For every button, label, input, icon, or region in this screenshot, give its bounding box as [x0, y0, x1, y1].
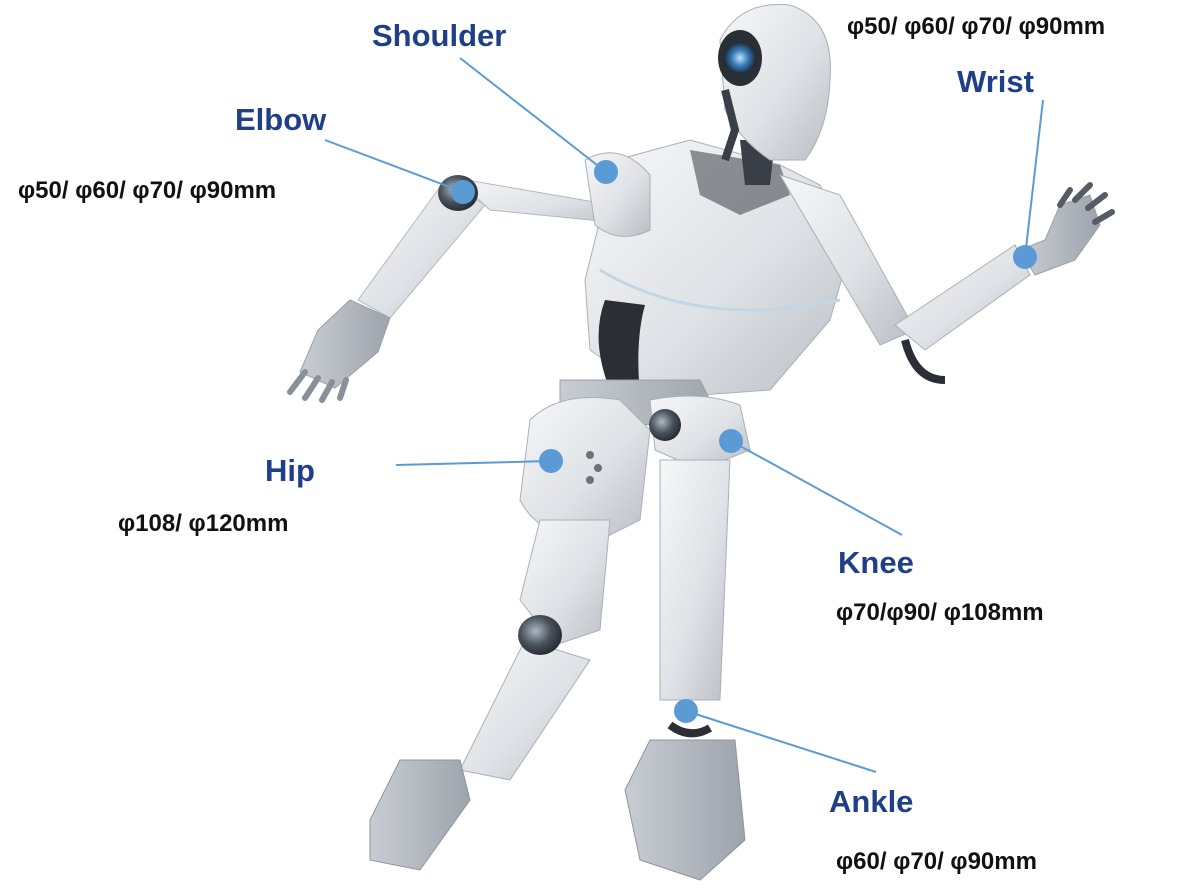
elbow-marker-dot: [451, 180, 475, 204]
elbow-label: Elbow: [235, 102, 326, 138]
wrist-leader-line: [1025, 100, 1043, 257]
knee-label: Knee: [838, 545, 914, 581]
shoulder-cap: [585, 153, 650, 237]
knee-leader-line: [731, 441, 902, 535]
shoulder-leader-line: [460, 58, 606, 172]
ankle-marker-dot: [674, 699, 698, 723]
elbow-leader-line: [325, 140, 463, 192]
ankle-label: Ankle: [829, 784, 913, 820]
wrist-marker-dot: [1013, 245, 1037, 269]
knee-marker-dot: [719, 429, 743, 453]
ankle-size-spec: φ60/ φ70/ φ90mm: [836, 848, 1037, 876]
shoulder-label: Shoulder: [372, 18, 506, 54]
knee-size-spec: φ70/φ90/ φ108mm: [836, 599, 1044, 627]
wrist-size-spec: φ50/ φ60/ φ70/ φ90mm: [847, 13, 1105, 41]
hip-label: Hip: [265, 453, 315, 489]
shoulder-marker-dot: [594, 160, 618, 184]
hip-marker-dot: [539, 449, 563, 473]
wrist-label: Wrist: [957, 64, 1034, 100]
hip-size-spec: φ108/ φ120mm: [118, 510, 288, 538]
elbow-size-spec: φ50/ φ60/ φ70/ φ90mm: [18, 177, 276, 205]
